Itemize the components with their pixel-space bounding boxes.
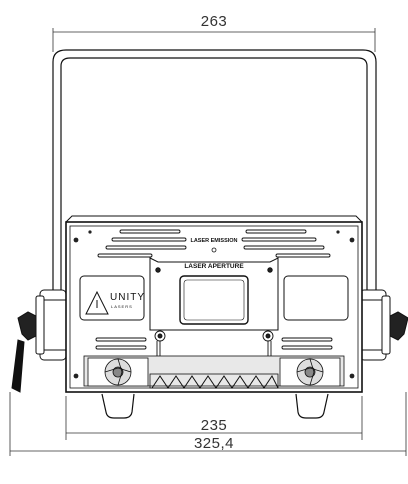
dimension-body-value: 235 bbox=[201, 417, 228, 434]
left-knob bbox=[11, 289, 67, 393]
mounting-bracket bbox=[52, 49, 377, 318]
dimension-overall bbox=[9, 392, 407, 456]
dimension-overall-value: 325,4 bbox=[194, 435, 234, 452]
logo-subtitle: LASERS bbox=[111, 304, 133, 309]
emission-indicator bbox=[211, 247, 217, 253]
dimension-top bbox=[52, 28, 376, 52]
right-knob bbox=[359, 289, 408, 361]
logo-brand: UNITY bbox=[110, 292, 145, 303]
fan-grille bbox=[83, 355, 345, 389]
dimension-body bbox=[65, 396, 363, 440]
aperture-plate bbox=[149, 257, 279, 331]
laser-aperture-label: LASER APERTURE bbox=[184, 263, 244, 270]
dimension-top-value: 263 bbox=[201, 13, 228, 30]
logo-panel bbox=[79, 275, 145, 321]
body-screws bbox=[73, 230, 355, 379]
right-panel bbox=[283, 275, 349, 321]
feet bbox=[101, 393, 329, 419]
side-vents bbox=[95, 337, 333, 350]
laser-emission-label: LASER EMISSION bbox=[190, 238, 237, 244]
top-vents bbox=[97, 229, 331, 258]
